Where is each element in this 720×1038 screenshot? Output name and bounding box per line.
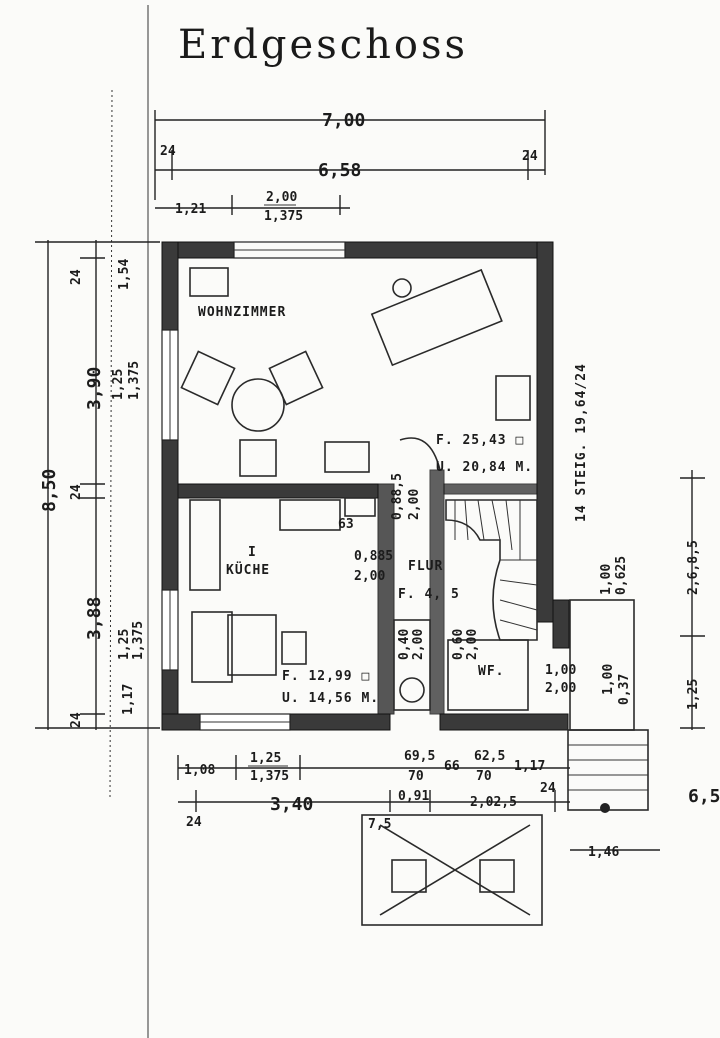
dim-bottom-seg-e: 70 xyxy=(476,769,492,784)
room-perimeter-wohnzimmer: U. 20,84 M. xyxy=(436,460,533,475)
room-name-kueche: KÜCHE xyxy=(226,562,270,578)
top-dimension-inner: 6,58 24 24 xyxy=(155,144,545,181)
bottom-dimension-chain-2: 24 3,40 0,91 2,02,5 24 xyxy=(178,781,570,830)
dim-bottom-win-a: 1,25 xyxy=(250,751,281,766)
dim-win-upper-c: 1,54 xyxy=(117,259,132,290)
left-dimension-parts: 3,90 3,88 24 24 24 1,25 1,375 1,54 1,25 … xyxy=(69,240,146,730)
dim-bottom-seg1: 1,08 xyxy=(184,763,215,778)
dim-bottom-wall-right: 24 xyxy=(540,781,556,796)
dim-stair-width: 1,46 xyxy=(588,845,619,860)
terrace-label: 7,5 xyxy=(368,817,391,832)
dim-bottom-win-b: 1,375 xyxy=(250,769,289,784)
dim-lower-depth: 3,88 xyxy=(84,597,105,640)
dim-win-lower-c: 1,17 xyxy=(121,684,136,715)
windows-left xyxy=(161,329,179,671)
dim-right-wall: 24 xyxy=(522,149,538,164)
dim-wall-mid: 24 xyxy=(69,484,84,500)
dim-entry-a: 1,00 xyxy=(601,664,616,695)
room-marker-kueche: I xyxy=(248,545,257,560)
dim-door-wc-c: 0,60 xyxy=(451,629,466,660)
room-perimeter-kueche: U. 14,56 M. xyxy=(282,691,379,706)
dim-bottom-seg-a: 69,5 xyxy=(404,749,435,764)
stair-label: 14 STEIG. 19,64/24 xyxy=(574,363,589,522)
dim-bottom-hall: 2,02,5 xyxy=(470,795,517,810)
top-dimension-overall: 7,00 xyxy=(154,110,546,200)
dim-right-upper: 2,6,8,5 xyxy=(686,540,701,595)
dim-right-lower: 1,25 xyxy=(686,679,701,710)
dim-left-offset: 1,21 xyxy=(175,202,206,217)
living-room-furniture xyxy=(180,267,531,477)
staircase xyxy=(399,437,538,641)
dim-right-edge: 6,5 xyxy=(688,786,720,807)
dim-bottom-seg-b: 70 xyxy=(408,769,424,784)
dim-door-height: 2,00 xyxy=(407,489,422,520)
windows-bottom xyxy=(199,713,291,731)
dim-win-upper-a: 1,25 xyxy=(111,369,126,400)
dim-upper-depth: 3,90 xyxy=(84,367,105,410)
dim-win-upper-b: 1,375 xyxy=(127,361,142,400)
room-area-wohnzimmer: F. 25,43 □ xyxy=(436,433,524,448)
dim-inner-width: 6,58 xyxy=(318,160,361,181)
room-name-wohnzimmer: WOHNZIMMER xyxy=(198,305,286,320)
dim-door-wc-a: 0,40 xyxy=(397,629,412,660)
top-dimension-window: 1,21 2,00 1,375 xyxy=(155,190,350,224)
dim-win-lower-b: 1,375 xyxy=(131,621,146,660)
dim-overall-width: 7,00 xyxy=(322,110,365,131)
dim-wc-a: 1,00 xyxy=(545,663,576,678)
dim-wall-bottom: 24 xyxy=(69,712,84,728)
dim-bottom-door: 0,91 xyxy=(398,789,429,804)
left-dimension-overall: 8,50 xyxy=(35,240,160,730)
kitchen-furniture xyxy=(189,497,376,683)
dim-window-width: 2,00 xyxy=(266,190,297,205)
wc-room xyxy=(393,619,529,711)
room-area-kueche: F. 12,99 □ xyxy=(282,669,370,684)
dim-bottom-seg-c: 66 xyxy=(444,759,460,774)
dim-bottom-wall: 24 xyxy=(186,815,202,830)
bottom-dimension-stair: 1,46 xyxy=(570,845,660,860)
plan-title: Erdgeschoss xyxy=(178,22,468,68)
margin-line-dashed xyxy=(109,89,113,801)
room-area-flur: F. 4, 5 xyxy=(398,587,460,602)
dim-hall-door-h: 2,00 xyxy=(354,569,385,584)
window-top xyxy=(233,241,346,259)
dim-door-wc-b: 2,00 xyxy=(411,629,426,660)
dim-side-b: 0,625 xyxy=(614,556,629,595)
dim-bottom-room-width: 3,40 xyxy=(270,794,313,815)
room-name-flur: FLUR xyxy=(408,559,443,574)
dim-hall-door: 0,885 xyxy=(354,549,393,564)
dim-wall-top: 24 xyxy=(69,269,84,285)
dim-door-wc-d: 2,00 xyxy=(465,629,480,660)
dim-side-a: 1,00 xyxy=(599,564,614,595)
dim-bottom-seg-d: 62,5 xyxy=(474,749,505,764)
dim-entry-b: 0,37 xyxy=(617,674,632,705)
entrance-steps xyxy=(567,599,649,813)
room-label-wc: WF. xyxy=(478,664,504,679)
dim-door-kitchen: 0,88,5 xyxy=(390,473,405,520)
dim-left-wall: 24 xyxy=(160,144,176,159)
right-dimension-chain: 2,6,8,5 1,25 6,5 xyxy=(680,470,720,807)
dim-bottom-seg-f: 1,17 xyxy=(514,759,545,774)
dim-overall-depth: 8,50 xyxy=(39,469,60,512)
dim-wc-b: 2,00 xyxy=(545,681,576,696)
dim-win-lower-a: 1,25 xyxy=(117,629,132,660)
terrace: 7,5 xyxy=(361,814,543,926)
bottom-dimension-chain-1: 1,08 1,25 1,375 69,5 70 66 62,5 70 1,17 xyxy=(177,749,570,784)
dim-wall-small: 63 xyxy=(338,517,354,532)
dim-window-height: 1,375 xyxy=(264,209,303,224)
